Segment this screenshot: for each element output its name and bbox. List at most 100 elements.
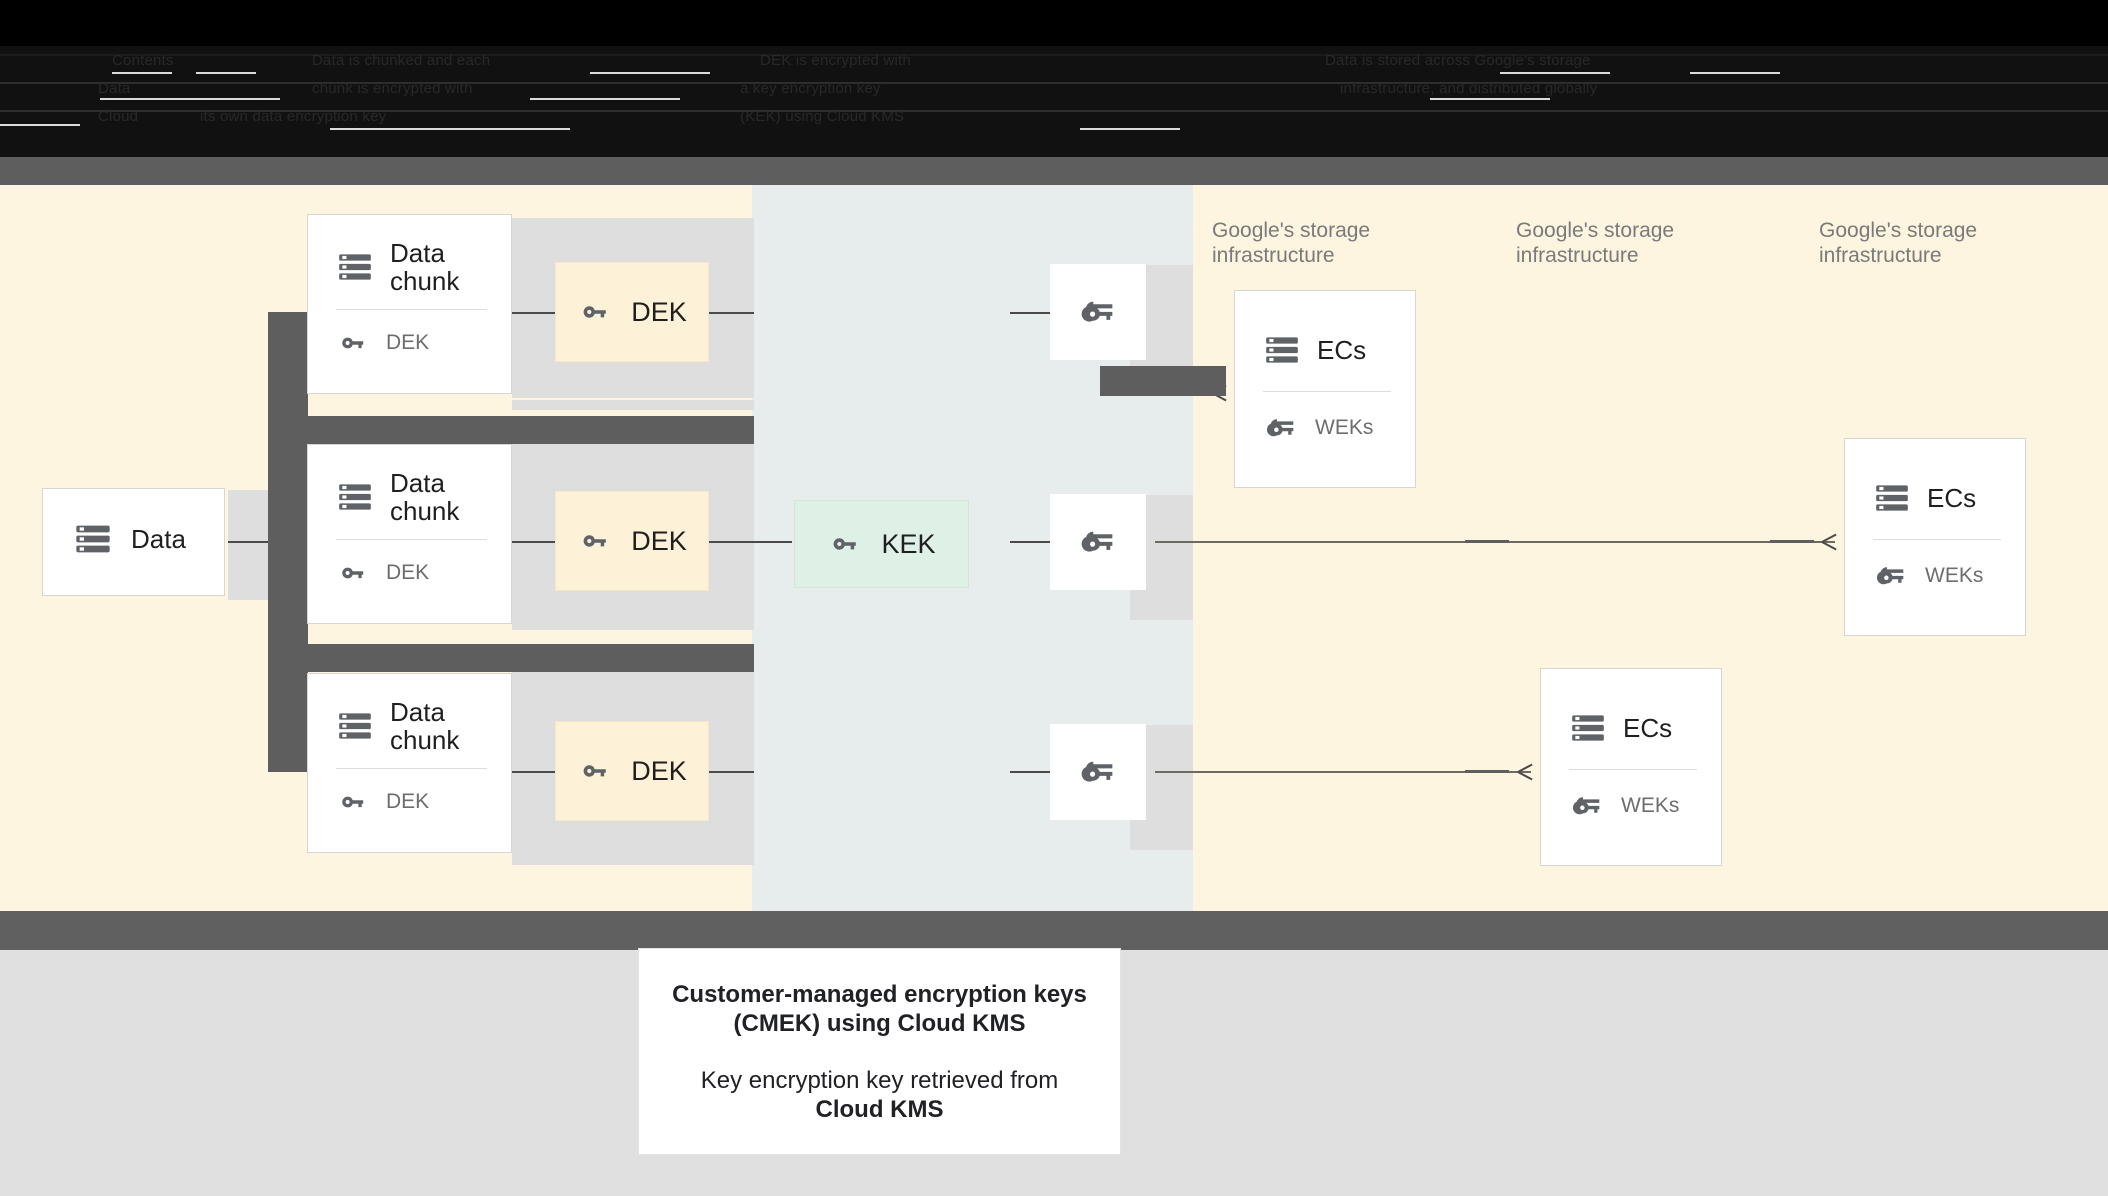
label-storage-infrastructure-2: Google's storage infrastructure: [1516, 219, 1675, 267]
node-ecs-2[interactable]: ECs WEKs: [1844, 438, 2026, 636]
storage-icon: [336, 707, 374, 745]
top-grey-band: [0, 157, 2108, 185]
node-key-label: DEK: [386, 331, 430, 354]
header-text-8: Cloud: [98, 108, 139, 125]
header-top-black-bar: [0, 0, 2108, 46]
wire-kek-in: [752, 541, 792, 543]
wrapped-key-icon: [1077, 521, 1119, 563]
bottom-grey-band: [0, 911, 2108, 950]
node-key-label: WEKs: [1925, 564, 1984, 587]
node-data-chunk-2[interactable]: Data chunk DEK: [307, 444, 512, 624]
header-text-1: Data is chunked and each: [312, 52, 491, 69]
wrapped-key-icon: [1077, 291, 1119, 333]
wrapped-key-icon: [1263, 410, 1299, 446]
header-text-5: chunk is encrypted with: [312, 80, 473, 97]
arrow-line-ec3: [1155, 771, 1531, 773]
header-text-0: Contents: [112, 52, 174, 69]
card-divider: [336, 539, 487, 540]
chip-dek-1[interactable]: DEK: [555, 262, 709, 362]
overlay-arrow-seg-2: [1770, 540, 1814, 543]
caption-line-1: Customer-managed encryption keys: [672, 980, 1087, 1008]
overlay-wrapped-key-mask: [1100, 366, 1226, 396]
key-icon: [336, 556, 370, 590]
label-storage-infrastructure-1: Google's storage infrastructure: [1212, 219, 1371, 267]
key-icon: [336, 326, 370, 360]
caption-line-3: Key encryption key retrieved from: [700, 1066, 1059, 1094]
box-wrapped-key-1[interactable]: [1050, 264, 1146, 360]
card-divider: [1873, 539, 2001, 540]
chip-dek-3[interactable]: DEK: [555, 721, 709, 821]
chip-dek-label: DEK: [631, 296, 687, 327]
wire-to-wrapped-key-3: [1010, 771, 1050, 773]
label-storage-infrastructure-3: Google's storage infrastructure: [1819, 219, 1978, 267]
wire-chunk2-dek: [512, 541, 555, 543]
wire-to-wrapped-key-2: [1010, 541, 1050, 543]
node-data-label: Data: [131, 524, 186, 554]
node-data-chunk-1[interactable]: Data chunk DEK: [307, 214, 512, 394]
box-wrapped-key-2[interactable]: [1050, 494, 1146, 590]
header-text-4: Data: [98, 80, 131, 97]
node-label: Data chunk: [390, 697, 460, 755]
box-wrapped-key-3[interactable]: [1050, 724, 1146, 820]
wire-chunk3-dek: [512, 771, 555, 773]
header-text-7: infrastructure, and distributed globally: [1340, 80, 1598, 97]
arrow-head-ec2: [1822, 532, 1838, 550]
node-ecs-1[interactable]: ECs WEKs: [1234, 290, 1416, 488]
header-text-10: (KEK) using Cloud KMS: [740, 108, 905, 125]
wire-chunk1-dek: [512, 312, 555, 314]
header-text-3: Data is stored across Google's storage: [1325, 52, 1591, 69]
chip-kek[interactable]: KEK: [794, 500, 969, 588]
overlay-arrow-seg-1: [1465, 540, 1509, 543]
key-icon: [336, 785, 370, 819]
node-key-label: WEKs: [1315, 416, 1374, 439]
caption-line-2: (CMEK) using Cloud KMS: [733, 1009, 1026, 1037]
card-divider: [336, 309, 487, 310]
card-divider: [1263, 391, 1391, 392]
caption-line-4: Cloud KMS: [815, 1095, 944, 1123]
key-icon: [577, 294, 613, 330]
node-label: Data chunk: [390, 238, 460, 296]
wire-dek3-out: [709, 771, 754, 773]
wire-dek1-out: [709, 312, 754, 314]
wire-to-wrapped-key-1: [1010, 312, 1050, 314]
node-label: ECs: [1927, 483, 1977, 513]
wrapped-key-icon: [1077, 751, 1119, 793]
storage-icon: [336, 248, 374, 286]
node-label: Data chunk: [390, 468, 460, 526]
overlay-bracket-arm-1: [268, 416, 754, 444]
storage-icon: [73, 519, 113, 559]
overlay-bracket-vertical: [268, 312, 308, 772]
header-text-9: its own data encryption key: [200, 108, 387, 125]
wrapped-key-icon: [1873, 558, 1909, 594]
key-icon: [827, 526, 863, 562]
header-text-2: DEK is encrypted with: [760, 52, 911, 69]
node-key-label: DEK: [386, 561, 430, 584]
node-ecs-3[interactable]: ECs WEKs: [1540, 668, 1722, 866]
node-data[interactable]: Data: [42, 488, 225, 596]
chip-dek-label: DEK: [631, 525, 687, 556]
node-key-label: WEKs: [1621, 794, 1680, 817]
node-label: ECs: [1623, 713, 1673, 743]
arrow-head-ec3: [1518, 762, 1534, 780]
header-text-6: a key encryption key: [740, 80, 881, 97]
overlay-arrow-seg-3: [1465, 770, 1509, 773]
chip-dek-label: DEK: [631, 755, 687, 786]
node-key-label: DEK: [386, 790, 430, 813]
card-divider: [336, 768, 487, 769]
node-data-chunk-3[interactable]: Data chunk DEK: [307, 673, 512, 853]
chip-dek-2[interactable]: DEK: [555, 491, 709, 591]
header-obscured-text-area: [0, 46, 2108, 157]
card-divider: [1569, 769, 1697, 770]
caption-card: Customer-managed encryption keys (CMEK) …: [638, 948, 1121, 1155]
storage-icon: [1263, 331, 1301, 369]
overlay-bracket-arm-2: [268, 644, 754, 672]
chip-kek-label: KEK: [881, 528, 936, 559]
storage-icon: [336, 478, 374, 516]
storage-icon: [1569, 709, 1607, 747]
wrapped-key-icon: [1569, 788, 1605, 824]
key-icon: [577, 753, 613, 789]
wire-dek2-out: [709, 541, 754, 543]
node-label: ECs: [1317, 335, 1367, 365]
lane-strip-row1b: [512, 400, 754, 410]
